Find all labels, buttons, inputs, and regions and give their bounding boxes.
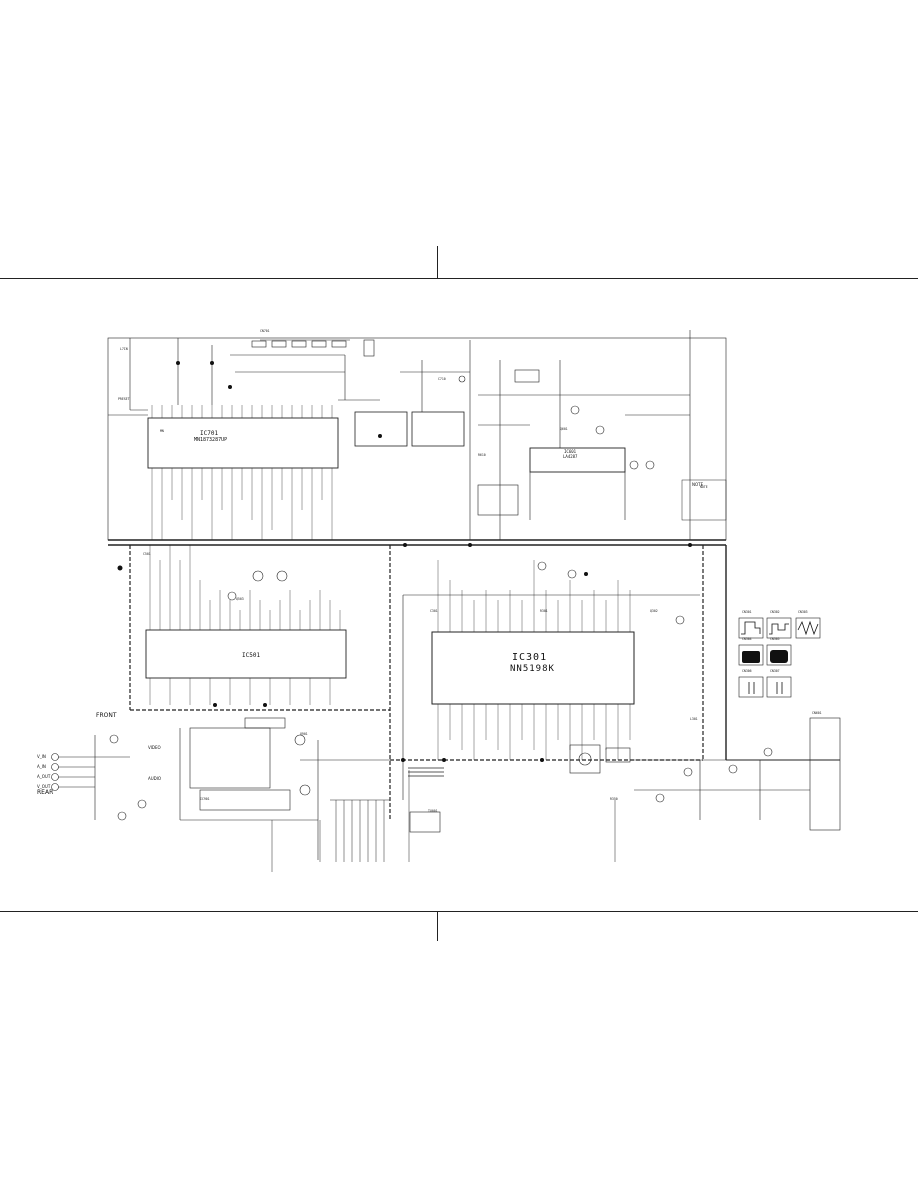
- ic701-part: MN1873287UP: [194, 437, 228, 443]
- svg-text:CN601: CN601: [812, 711, 822, 715]
- svg-text:MN: MN: [160, 429, 164, 433]
- svg-text:L7IN: L7IN: [120, 347, 128, 351]
- jack-label-v-out: V_OUT: [37, 784, 51, 789]
- svg-text:Q302: Q302: [650, 609, 658, 613]
- top-divider: [437, 246, 438, 278]
- audio-label: AUDIO: [148, 776, 162, 781]
- svg-text:CN302: CN302: [770, 610, 780, 614]
- ic301-part: NN5198K: [510, 664, 555, 674]
- svg-text:R301: R301: [540, 609, 548, 613]
- ic501-ref: IC501: [242, 652, 261, 659]
- jack-label-a-in: A_IN: [37, 764, 46, 769]
- svg-text:C301: C301: [430, 609, 438, 613]
- svg-text:CN305: CN305: [770, 637, 780, 641]
- top-frame-line: [0, 278, 918, 279]
- svg-text:CN304: CN304: [742, 637, 752, 641]
- video-label: VIDEO: [148, 745, 161, 750]
- svg-text:CN307: CN307: [770, 669, 780, 673]
- bottom-frame-line: [0, 911, 918, 912]
- ic301-ref: IC301: [512, 652, 548, 663]
- svg-text:CN306: CN306: [742, 669, 752, 673]
- note-title: NOTE: [692, 482, 704, 487]
- svg-text:PRESET: PRESET: [118, 397, 130, 401]
- svg-text:Q601: Q601: [560, 427, 568, 431]
- jack-label-a-out: A_OUT: [37, 774, 51, 779]
- svg-text:IC901: IC901: [200, 797, 210, 801]
- svg-text:C710: C710: [438, 377, 446, 381]
- svg-text:CN303: CN303: [798, 610, 808, 614]
- right-connector: [809, 717, 841, 831]
- bottom-divider: [437, 911, 438, 941]
- ic601-part: LA4287: [563, 454, 578, 459]
- ic701-body: [147, 417, 339, 469]
- svg-text:CN701: CN701: [260, 329, 270, 333]
- svg-text:CN301: CN301: [742, 610, 752, 614]
- ic601-body: [529, 447, 626, 473]
- svg-text:R350: R350: [610, 797, 618, 801]
- svg-text:R610: R610: [478, 453, 486, 457]
- svg-text:NOTE: NOTE: [700, 485, 708, 489]
- svg-text:Q503: Q503: [236, 597, 244, 601]
- svg-text:Q901: Q901: [300, 732, 308, 736]
- jack-label-v-in: V_IN: [37, 754, 46, 759]
- svg-text:TU001: TU001: [428, 809, 438, 813]
- ic501-body: [145, 629, 347, 679]
- svg-text:C501: C501: [143, 552, 151, 556]
- front-label: FRONT: [96, 712, 117, 719]
- svg-text:L301: L301: [690, 717, 698, 721]
- ic601-ref: IC601: [564, 449, 577, 454]
- ic701-ref: IC701: [200, 430, 219, 437]
- waveform-dark-1: [742, 651, 760, 663]
- rear-label: REAR: [37, 789, 54, 796]
- waveform-dark-2: [770, 650, 788, 663]
- ic301-body: [431, 631, 635, 705]
